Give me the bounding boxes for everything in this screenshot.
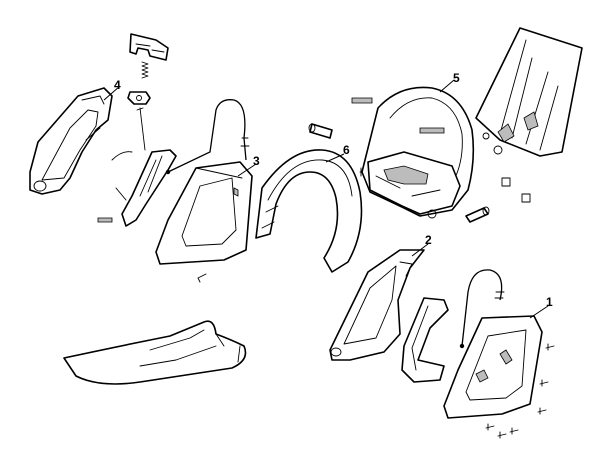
callout-1-label: 1 bbox=[546, 295, 553, 309]
screw-set bbox=[485, 343, 555, 439]
callout-2-label: 2 bbox=[425, 233, 432, 247]
callout-3-label: 3 bbox=[253, 154, 260, 168]
front-handle-frame-5 bbox=[361, 86, 475, 217]
callout-6-label: 6 bbox=[343, 143, 350, 157]
spring-part bbox=[141, 61, 149, 79]
arc-handle-6 bbox=[255, 149, 363, 273]
handle-housing-left-4 bbox=[29, 87, 113, 195]
throttle-cable-3 bbox=[165, 99, 250, 175]
pin-part bbox=[136, 107, 146, 151]
handle-housing-left-2 bbox=[329, 249, 425, 361]
spacer-part bbox=[465, 206, 490, 223]
screw-part bbox=[97, 217, 113, 223]
spring-part bbox=[351, 97, 373, 104]
sleeve-part bbox=[308, 123, 333, 139]
callout-4: 4 bbox=[103, 78, 121, 101]
callout-5-label: 5 bbox=[453, 71, 460, 85]
chip-guard bbox=[475, 27, 583, 157]
wire-spring-part bbox=[111, 151, 133, 201]
screw-part bbox=[197, 273, 207, 283]
small-clip-part bbox=[127, 91, 151, 105]
callout-5: 5 bbox=[439, 71, 460, 93]
callout-2: 2 bbox=[411, 233, 432, 257]
callout-3: 3 bbox=[237, 154, 260, 177]
throttle-cable-1 bbox=[459, 269, 505, 349]
screw-part bbox=[427, 132, 531, 219]
handle-housing-right-3 bbox=[155, 161, 253, 265]
trigger-lock-part bbox=[129, 33, 169, 61]
blade-cover bbox=[63, 320, 247, 385]
callout-1: 1 bbox=[529, 295, 553, 319]
callout-6: 6 bbox=[325, 143, 350, 163]
housing-insert-part bbox=[121, 149, 177, 227]
housing-insert-part bbox=[401, 297, 449, 383]
callout-4-label: 4 bbox=[114, 78, 121, 92]
handle-housing-right-1 bbox=[443, 315, 543, 419]
